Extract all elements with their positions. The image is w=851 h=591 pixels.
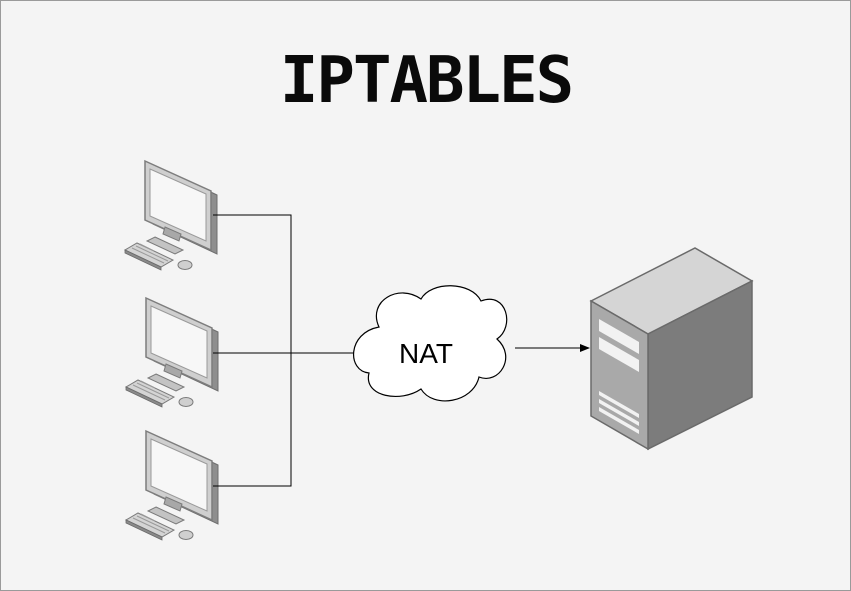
- nat-cloud: NAT: [353, 285, 508, 402]
- client-computer-1-icon: [124, 160, 218, 271]
- nat-label: NAT: [399, 338, 453, 369]
- diagram-title: IPTABLES: [280, 44, 572, 118]
- client-computer-3-icon: [125, 430, 219, 541]
- client-bus-line: [213, 214, 292, 487]
- server-tower-icon: [589, 247, 754, 451]
- client-computer-2-icon: [125, 297, 219, 408]
